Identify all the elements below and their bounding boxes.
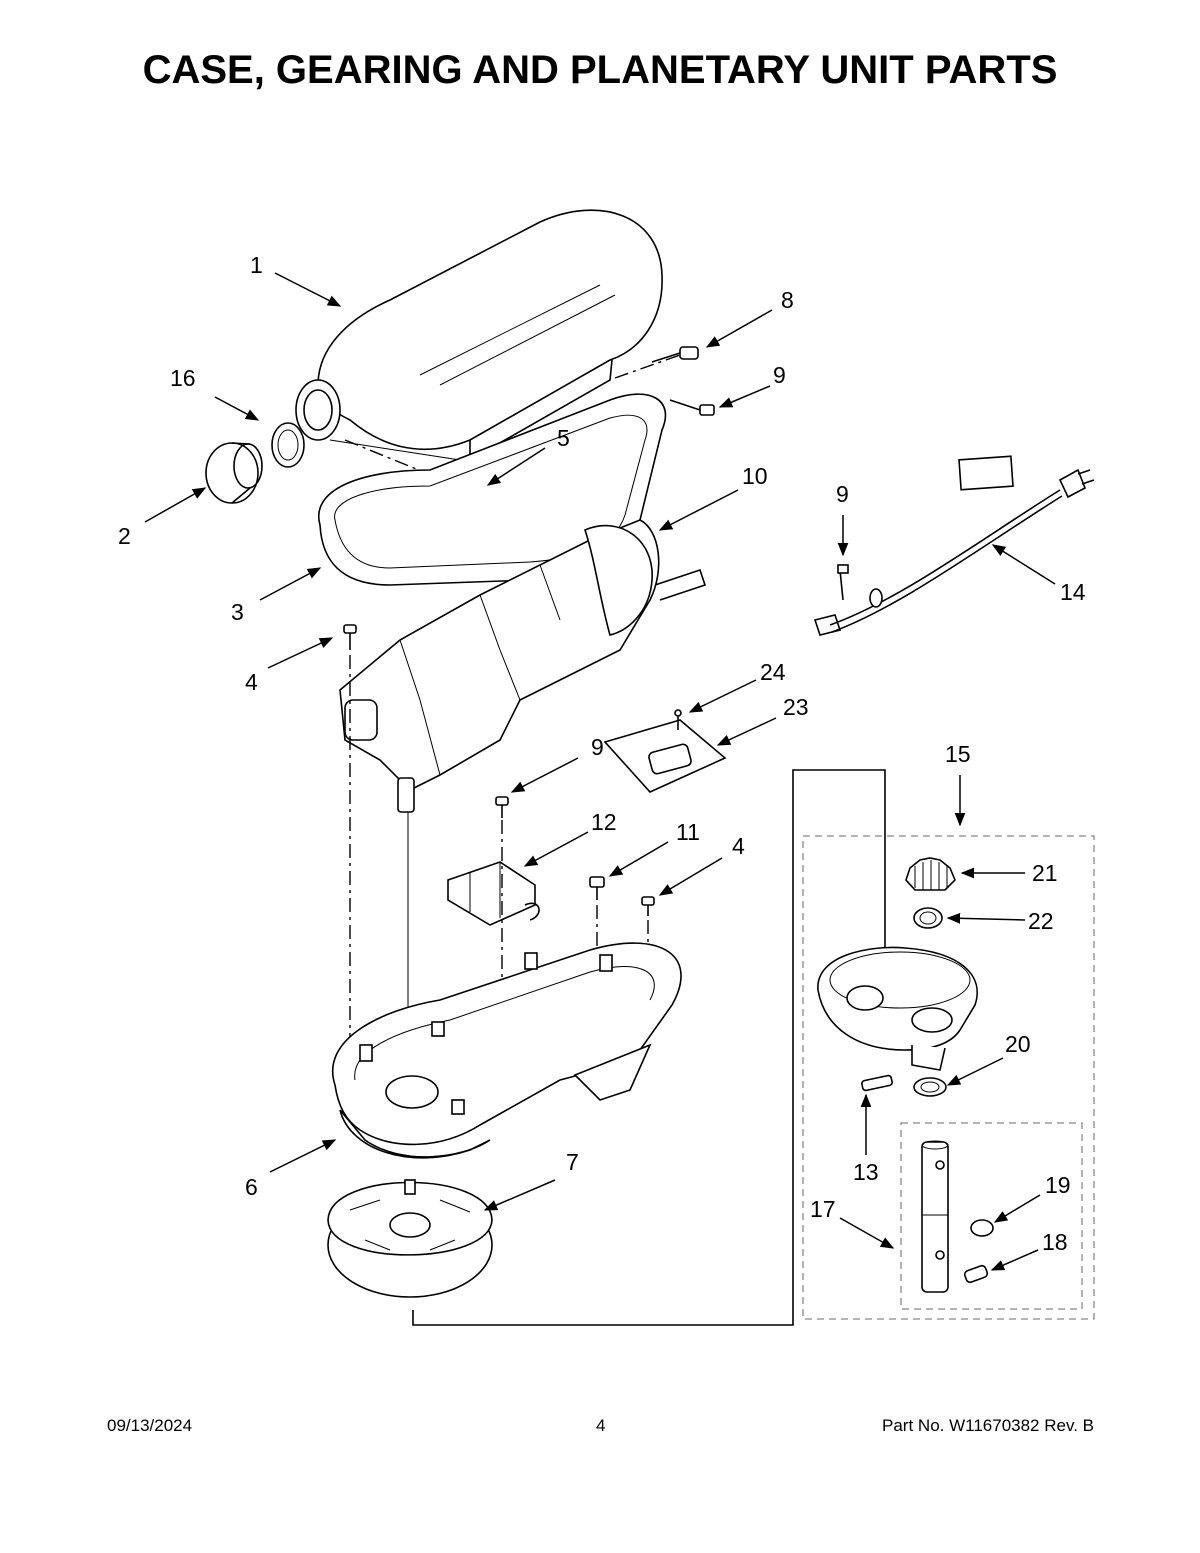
planetary-gear <box>905 857 956 891</box>
callout-6: 6 <box>245 1174 258 1200</box>
footer-date: 09/13/2024 <box>107 1416 193 1435</box>
gear-case-plate <box>327 1179 493 1298</box>
base-housing <box>332 942 682 1159</box>
planetary-unit-boundary <box>802 835 1095 1320</box>
power-cord <box>813 455 1095 636</box>
callout-15: 15 <box>945 741 971 767</box>
callout-16: 16 <box>170 365 196 391</box>
callout-18: 18 <box>1042 1229 1068 1255</box>
planetary-housing <box>817 946 978 1071</box>
callout-23: 23 <box>783 694 809 720</box>
footer-page-number: 4 <box>596 1416 606 1435</box>
callout-24: 24 <box>760 659 786 685</box>
callout-12: 12 <box>591 809 617 835</box>
control-board-plate <box>603 709 727 793</box>
attachment-hub-cap <box>205 442 263 504</box>
callout-1: 1 <box>250 252 263 278</box>
leader-lines <box>144 272 1056 1271</box>
page-title: CASE, GEARING AND PLANETARY UNIT PARTS <box>142 48 1058 92</box>
roll-pin <box>861 1074 893 1092</box>
callout-numbers: 1 16 2 3 4 5 8 9 10 9 14 24 23 9 12 11 4… <box>118 252 1086 1255</box>
callout-4: 4 <box>732 833 745 859</box>
callout-9: 9 <box>773 362 786 388</box>
shaft-pin <box>963 1264 989 1284</box>
callout-9: 9 <box>591 734 604 760</box>
callout-4: 4 <box>245 669 258 695</box>
callout-17: 17 <box>810 1196 836 1222</box>
assembly-connector-line <box>412 769 886 1326</box>
callout-19: 19 <box>1045 1172 1071 1198</box>
callout-7: 7 <box>566 1149 579 1175</box>
callout-20: 20 <box>1005 1031 1031 1057</box>
retaining-clip <box>970 1219 994 1237</box>
washer <box>913 1077 947 1097</box>
callout-8: 8 <box>781 287 794 313</box>
speed-control-board <box>447 861 540 926</box>
callout-5: 5 <box>557 425 570 451</box>
base-trim-band <box>317 393 667 586</box>
bearing-ring <box>913 907 943 929</box>
cover-screws <box>614 346 715 416</box>
motor-gear-housing <box>339 519 707 813</box>
callout-3: 3 <box>231 599 244 625</box>
beater-shaft <box>921 1140 949 1293</box>
callout-21: 21 <box>1032 860 1058 886</box>
callout-2: 2 <box>118 523 131 549</box>
callout-9: 9 <box>836 481 849 507</box>
callout-13: 13 <box>853 1159 879 1185</box>
callout-11: 11 <box>676 819 700 845</box>
callout-14: 14 <box>1060 579 1086 605</box>
shaft-subassembly-boundary <box>900 1122 1083 1310</box>
callout-22: 22 <box>1028 908 1054 934</box>
callout-10: 10 <box>742 463 768 489</box>
trim-band-ring <box>271 422 305 468</box>
footer-part-number: Part No. W11670382 Rev. B <box>882 1416 1094 1435</box>
